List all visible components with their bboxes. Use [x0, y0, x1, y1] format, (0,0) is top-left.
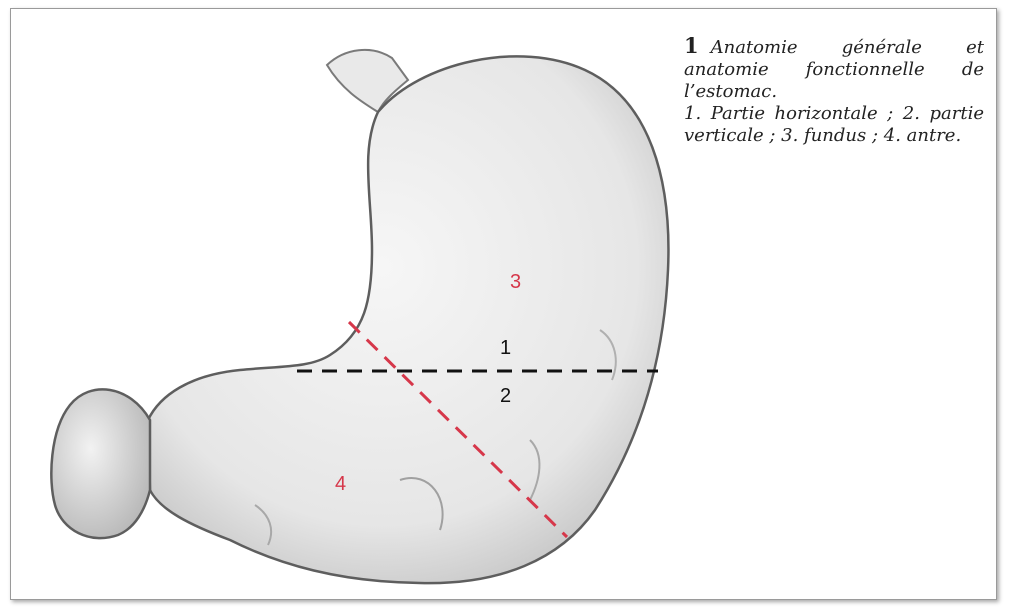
stomach-body — [148, 56, 668, 583]
caption-title: Anatomie générale et anatomie fonctionne… — [684, 37, 984, 102]
caption-legend: 1. Partie horizontale ; 2. partie vertic… — [684, 103, 984, 147]
label-4: 4 — [335, 473, 346, 495]
pylorus — [51, 389, 150, 538]
label-2: 2 — [500, 385, 511, 407]
figure-number: 1 — [684, 33, 699, 58]
label-3: 3 — [510, 271, 521, 293]
label-1: 1 — [500, 337, 511, 359]
